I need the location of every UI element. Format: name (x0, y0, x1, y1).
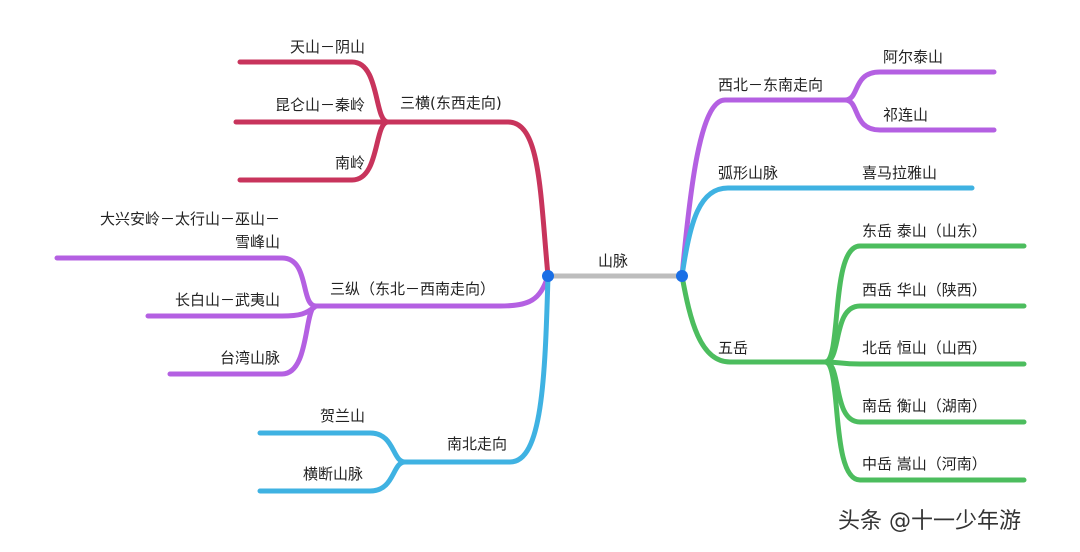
leaf-label[interactable]: 横断山脉 (303, 465, 363, 483)
branch-line (313, 273, 551, 309)
leaf-label[interactable]: 雪峰山 (235, 233, 280, 251)
leaf-label[interactable]: 天山－阴山 (290, 38, 365, 56)
branch-huxing-line (679, 185, 975, 279)
leaf-label[interactable]: 喜马拉雅山 (862, 164, 937, 182)
leaf-label[interactable]: 北岳 恒山（山西） (862, 339, 987, 357)
leaf-label[interactable]: 西岳 华山（陕西） (862, 281, 987, 299)
leaf-line (54, 255, 319, 309)
branch-line (679, 97, 848, 279)
leaf-line (822, 359, 1027, 483)
branch-line (402, 273, 551, 465)
branch-wuyue (679, 243, 1027, 483)
leaf-line (842, 69, 997, 103)
huxing-label[interactable]: 弧形山脉 (718, 164, 778, 182)
root-label[interactable]: 山脉 (598, 252, 628, 270)
leaf-line (822, 303, 1027, 365)
leaf-label[interactable]: 台湾山脉 (220, 349, 280, 367)
leaf-label[interactable]: 大兴安岭－太行山－巫山－ (100, 210, 280, 228)
right-hub-dot (676, 270, 688, 282)
branch-nanbei (257, 273, 551, 494)
branch-xibei (679, 69, 997, 279)
leaf-label[interactable]: 昆仑山－秦岭 (275, 96, 365, 114)
leaf-line (842, 97, 997, 133)
left-hub-dot (542, 270, 554, 282)
leaf-label[interactable]: 贺兰山 (320, 407, 365, 425)
leaf-line (822, 359, 1027, 367)
branch-line (385, 119, 551, 279)
leaf-line (167, 303, 319, 377)
leaf-label[interactable]: 阿尔泰山 (883, 48, 943, 66)
leaf-label[interactable]: 南岭 (335, 154, 365, 172)
zong-label[interactable]: 三纵（东北－西南走向） (330, 280, 495, 298)
watermark: 头条 @十一少年游 (838, 509, 1021, 534)
leaf-label[interactable]: 祁连山 (883, 106, 928, 124)
leaf-label[interactable]: 中岳 嵩山（河南） (862, 455, 987, 473)
leaf-line (257, 430, 408, 465)
xibei-label[interactable]: 西北－东南走向 (718, 76, 823, 94)
branch-heng (233, 59, 551, 279)
heng-label[interactable]: 三横(东西走向) (400, 94, 502, 112)
wuyue-label[interactable]: 五岳 (718, 339, 748, 357)
nanbei-label[interactable]: 南北走向 (447, 435, 507, 453)
leaf-line (237, 59, 391, 125)
leaf-line (237, 119, 391, 183)
branch-line (679, 273, 828, 365)
leaf-label[interactable]: 长白山－武夷山 (175, 291, 280, 309)
branch-zong (54, 255, 551, 377)
leaf-line (257, 459, 408, 494)
leaf-label[interactable]: 南岳 衡山（湖南） (862, 397, 987, 415)
leaf-label[interactable]: 东岳 泰山（山东） (862, 222, 987, 240)
